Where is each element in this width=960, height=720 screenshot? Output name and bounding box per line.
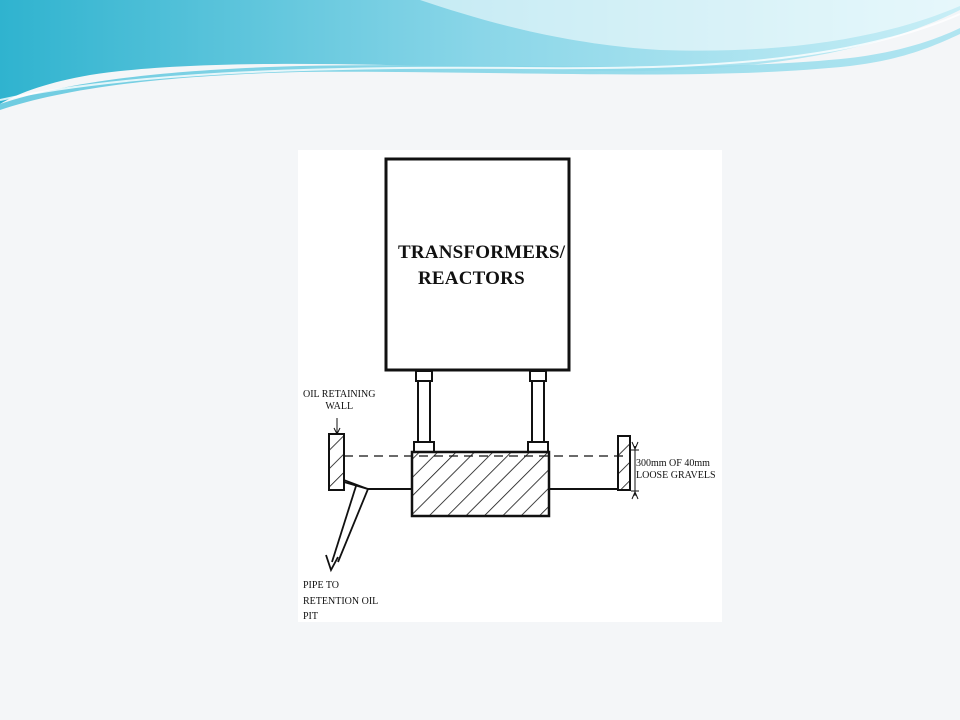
banner-wave-light bbox=[420, 0, 960, 51]
drain-pipe bbox=[325, 481, 370, 573]
foundation-block bbox=[410, 450, 551, 518]
left-support bbox=[413, 370, 435, 453]
wall-label-arrow bbox=[333, 418, 341, 436]
gravel-label: 300mm OF 40mm LOOSE GRAVELS bbox=[636, 458, 716, 482]
pipe-label-line1: PIPE TO bbox=[303, 580, 340, 591]
transformer-label-line2: REACTORS bbox=[418, 267, 525, 289]
transformer-oil-pit-diagram: TRANSFORMERS/ REACTORS OIL RETAINING WAL… bbox=[298, 150, 722, 622]
transformer-label: TRANSFORMERS/ REACTORS bbox=[398, 242, 565, 291]
wall-label-line1: OIL RETAINING bbox=[303, 389, 376, 400]
oil-retaining-wall-label: OIL RETAINING WALL bbox=[303, 389, 375, 413]
left-retaining-wall bbox=[328, 433, 345, 491]
pipe-label: PIPE TO RETENTION OIL PIT bbox=[303, 578, 378, 625]
gravel-dimension-marker bbox=[631, 441, 639, 500]
pipe-label-line2: RETENTION OIL bbox=[303, 595, 379, 607]
transformer-label-line1: TRANSFORMERS/ bbox=[398, 242, 566, 263]
right-support bbox=[527, 370, 549, 453]
right-retaining-wall bbox=[617, 435, 631, 491]
header-wave-banner bbox=[0, 0, 960, 110]
wall-label-line2: WALL bbox=[325, 401, 354, 412]
gravel-label-line2: LOOSE GRAVELS bbox=[636, 470, 716, 481]
pipe-label-line3: PIT bbox=[303, 611, 318, 622]
gravel-label-line1: 300mm OF 40mm bbox=[636, 458, 710, 469]
banner-wave-streak bbox=[0, 28, 960, 110]
banner-thin-line bbox=[0, 13, 960, 101]
transformer-box bbox=[384, 157, 571, 372]
